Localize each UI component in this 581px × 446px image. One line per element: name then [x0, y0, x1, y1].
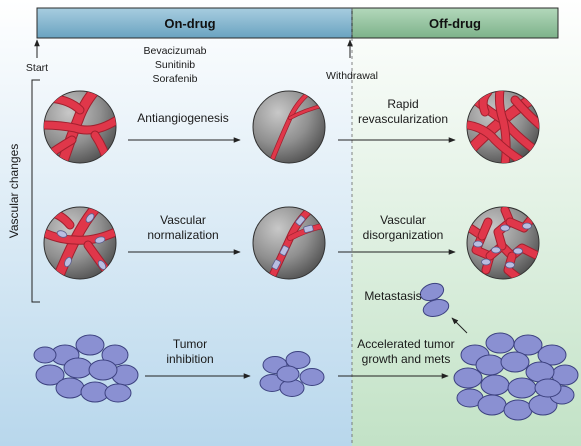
- effect-label: revascularization: [358, 112, 448, 126]
- sphere-revascularized: [466, 90, 540, 164]
- sphere-normalized-vessels: [252, 206, 326, 280]
- effect-label: Vascular: [160, 213, 206, 227]
- withdrawal-label: Withdrawal: [326, 70, 378, 82]
- sphere-vessels-before-normalization: [43, 206, 117, 280]
- metastasis-cells: [419, 282, 450, 317]
- sphere-disorganized-vessels: [466, 206, 540, 280]
- effect-label: inhibition: [166, 352, 213, 366]
- effect-label: Tumor: [173, 337, 207, 351]
- effect-label: Vascular: [380, 213, 426, 227]
- tumor-cluster-large: [33, 334, 139, 403]
- effect-label: normalization: [147, 228, 218, 242]
- effect-label: Antiangiogenesis: [137, 111, 228, 125]
- vascular-bracket: [31, 79, 40, 303]
- effect-label: Rapid: [387, 97, 418, 111]
- tumor-cluster-grown: [453, 332, 579, 421]
- effect-label: Accelerated tumor: [357, 337, 454, 351]
- side-label: Vascular changes: [7, 144, 21, 239]
- effect-label: disorganization: [363, 228, 444, 242]
- metastasis-label: Metastasis: [364, 289, 421, 303]
- effect-label: growth and mets: [362, 352, 451, 366]
- off-drug-label: Off-drug: [429, 16, 481, 31]
- tumor-cluster-small: [259, 351, 325, 397]
- drug-name: Sunitinib: [155, 59, 195, 71]
- on-drug-bar: [36, 7, 353, 39]
- drug-name: Bevacizumab: [143, 45, 206, 57]
- start-label: Start: [26, 62, 48, 74]
- on-drug-label: On-drug: [164, 16, 215, 31]
- metastasis-arrow: [451, 317, 468, 334]
- drug-name: Sorafenib: [153, 73, 198, 85]
